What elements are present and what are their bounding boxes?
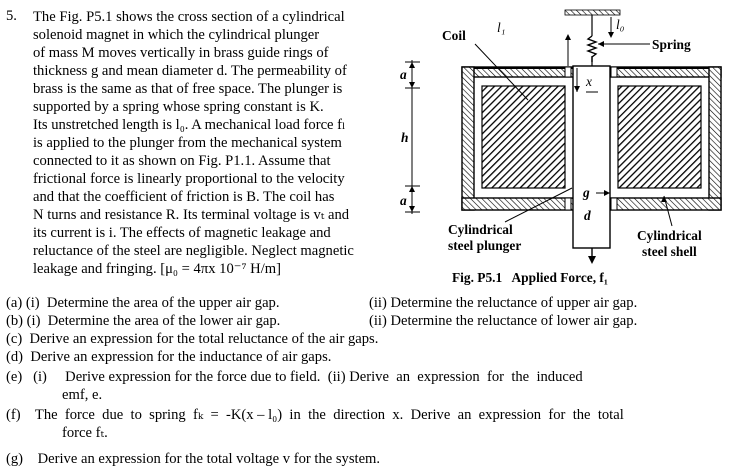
spring-leader-head: [598, 41, 604, 47]
l1-arrow-head: [565, 34, 571, 40]
g-arrow-head: [604, 190, 610, 196]
a-top-label: a: [400, 67, 407, 82]
question-a-ii: (ii) Determine the reluctance of upper a…: [369, 295, 638, 311]
x-label: x: [586, 74, 592, 89]
statement-line: supported by a spring whose spring const…: [33, 99, 324, 115]
question-e-cont: emf, e.: [62, 387, 103, 403]
statement-line: and that the coefficient of friction is …: [33, 189, 335, 205]
statement-line: thickness g and mean diameter d. The per…: [33, 63, 347, 79]
coil-left: [481, 85, 566, 189]
figure-caption: Fig. P5.1 Applied Force, f₁: [452, 270, 608, 285]
statement-line: reluctance of the steel are negligible. …: [33, 243, 354, 259]
l0-label: l₀: [616, 17, 625, 32]
plunger-leader: [504, 187, 573, 223]
statement-line: brass is the same as that of free space.…: [33, 81, 343, 97]
d-label: d: [584, 208, 591, 223]
statement-line: connected to it as shown on Fig. P1.1. A…: [33, 153, 331, 169]
lower-guide-ring-right: [610, 197, 618, 211]
dim-arrow: [409, 186, 415, 192]
dim-arrow: [409, 82, 415, 88]
statement-line: leakage and fringing. [μ₀ = 4πx 10⁻⁷ H/m…: [33, 261, 281, 277]
statement-line: frictional force is linearly proportiona…: [33, 171, 345, 187]
l0-arrow-head: [608, 32, 614, 38]
statement-line: solenoid magnet in which the cylindrical…: [33, 27, 320, 43]
statement-line: The Fig. P5.1 shows the cross section of…: [33, 9, 345, 25]
question-b-i: (b) (i) Determine the area of the lower …: [6, 313, 281, 329]
statement-line: its current is i. The effects of magneti…: [33, 225, 331, 241]
question-b-ii: (ii) Determine the reluctance of lower a…: [369, 313, 638, 329]
l1-label: l₁: [497, 20, 506, 35]
plunger-label: Cylindrical steel plunger: [448, 222, 522, 253]
statement-line: N turns and resistance R. Its terminal v…: [33, 207, 350, 223]
x-arrow-head: [574, 86, 580, 92]
coil-label: Coil: [442, 28, 466, 43]
shell-label: Cylindrical steel shell: [637, 228, 702, 259]
problem-number: 5.: [6, 8, 17, 24]
coil-leader: [474, 43, 529, 101]
question-a-i: (a) (i) Determine the area of the upper …: [6, 295, 280, 311]
upper-guide-ring-right: [610, 66, 618, 78]
g-label: g: [583, 185, 590, 200]
coil-right: [617, 85, 702, 189]
dim-arrow: [409, 206, 415, 212]
spring: [586, 35, 598, 62]
lower-guide-ring-left: [564, 197, 572, 211]
spring-label: Spring: [652, 37, 691, 52]
question-c: (c) Derive an expression for the total r…: [6, 331, 379, 347]
statement-line: of mass M moves vertically in brass guid…: [33, 45, 329, 61]
shell-leader-head: [661, 196, 667, 202]
question-g: (g) Derive an expression for the total v…: [6, 451, 381, 467]
question-f-cont: force fₜ.: [62, 425, 108, 441]
fixed-support: [564, 9, 621, 16]
dim-arrow: [409, 62, 415, 68]
a-bottom-label: a: [400, 193, 407, 208]
statement-line: is applied to the plunger from the mecha…: [33, 135, 342, 151]
question-e: (e) (i) Derive expression for the force …: [6, 369, 583, 385]
upper-guide-ring-left: [564, 66, 572, 78]
shell-left: [461, 66, 475, 211]
shell-right: [708, 66, 722, 211]
statement-line: Its unstretched length is l₀. A mechanic…: [33, 117, 346, 133]
h-label: h: [401, 130, 409, 145]
force-arrow-head: [588, 256, 596, 264]
question-f: (f) The force due to spring fₖ = -K(x – …: [6, 407, 624, 423]
question-d: (d) Derive an expression for the inducta…: [6, 349, 332, 365]
plunger: [572, 65, 611, 249]
